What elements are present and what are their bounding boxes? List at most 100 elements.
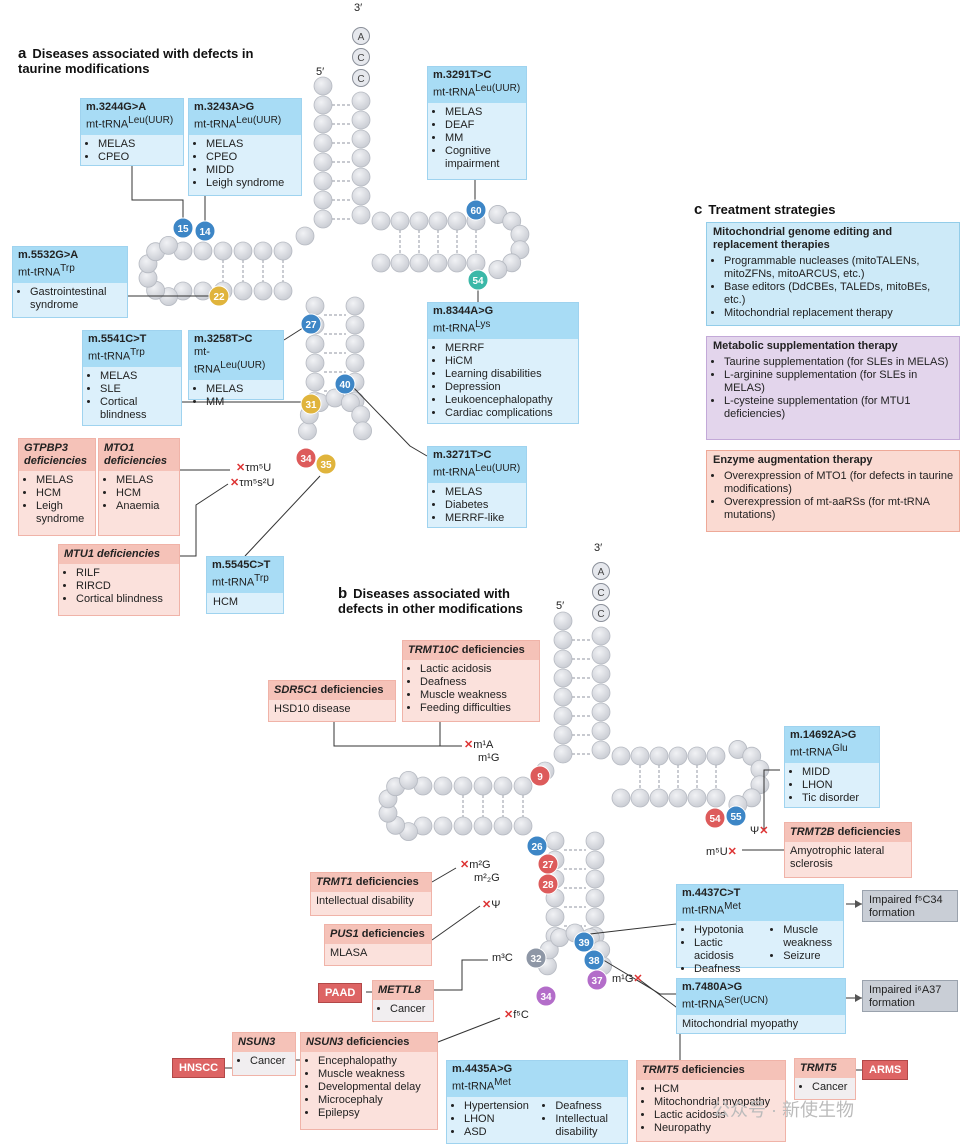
nucleotide bbox=[630, 746, 650, 766]
nucleotide bbox=[351, 91, 371, 111]
nucleotide bbox=[313, 133, 333, 153]
nucleotide bbox=[473, 816, 493, 836]
disease-item: Microcephaly bbox=[318, 1094, 432, 1107]
nucleotide bbox=[553, 649, 573, 669]
nucleotide bbox=[351, 148, 371, 168]
mutation-box-m4437: m.4437C>Tmt-tRNAMet Hypotonia Lactic aci… bbox=[676, 884, 844, 975]
disease-item: LHON bbox=[802, 779, 874, 792]
nucleotide bbox=[345, 353, 365, 373]
connector-sdr5c1 bbox=[333, 722, 462, 747]
arms-tag: ARMS bbox=[862, 1060, 909, 1080]
nucleotide bbox=[409, 253, 429, 273]
connector-m3244 bbox=[131, 166, 184, 222]
badge-a-54 bbox=[467, 269, 489, 291]
treatment-item: Base editors (DdCBEs, TALEDs, mitoBEs, e… bbox=[724, 281, 954, 307]
disease-item: Leigh syndrome bbox=[206, 177, 296, 190]
nucleotide bbox=[591, 645, 611, 665]
badge-b-32-label: 32 bbox=[530, 954, 542, 965]
disease-item: MERRF bbox=[445, 342, 573, 355]
disease-item: RIRCD bbox=[76, 580, 174, 593]
mutation-box-m14692: m.14692A>Gmt-tRNAGlu MIDD LHON Tic disor… bbox=[784, 726, 880, 808]
nucleotide bbox=[353, 421, 372, 441]
mod-m5u: m⁵U✕ bbox=[706, 846, 737, 858]
disease-item: Developmental delay bbox=[318, 1081, 432, 1094]
badge-b-39 bbox=[573, 931, 595, 953]
nucleotide bbox=[351, 129, 371, 149]
nucleotide bbox=[553, 630, 573, 650]
treatment-item: Overexpression of MTO1 (for defects in t… bbox=[724, 470, 954, 496]
connector-trmt1 bbox=[431, 867, 457, 883]
mod-tm5s2u: ✕τm⁵s²U bbox=[230, 477, 275, 489]
connector-pus1 bbox=[431, 905, 481, 941]
trmt10c-deficiency-box: TRMT10C deficiencies Lactic acidosis Dea… bbox=[402, 640, 540, 722]
mtu1-deficiency-box: MTU1 deficiencies RILF RIRCD Cortical bl… bbox=[58, 544, 180, 616]
badge-b-55-label: 55 bbox=[730, 812, 742, 823]
disease-item: MELAS bbox=[116, 474, 174, 487]
nucleotide bbox=[313, 209, 333, 229]
nucleotide bbox=[553, 687, 573, 707]
disease-item: Neuropathy bbox=[654, 1122, 780, 1135]
nucleotide bbox=[668, 746, 688, 766]
trna-cloverleaf-a: ACC bbox=[138, 27, 530, 441]
end-5-a: 5′ bbox=[316, 66, 325, 78]
badge-a-14 bbox=[194, 220, 216, 242]
mod-psi-27: ✕Ψ bbox=[482, 899, 501, 911]
nucleotide bbox=[611, 746, 631, 766]
disease-item: HCM bbox=[654, 1083, 780, 1096]
disease-item: MM bbox=[206, 396, 278, 409]
nucleotide bbox=[488, 260, 508, 279]
treatment-item: Programmable nucleases (mitoTALENs, mito… bbox=[724, 255, 954, 281]
mod-m22g: m²₂G bbox=[474, 872, 500, 884]
nucleotide bbox=[630, 788, 650, 808]
badge-a-34 bbox=[295, 447, 317, 469]
nucleotide bbox=[345, 334, 365, 354]
nucleotide bbox=[545, 907, 565, 927]
treatment-item: Taurine supplementation (for SLEs in MEL… bbox=[724, 356, 954, 369]
nucleotide bbox=[493, 776, 513, 796]
arrowhead bbox=[855, 994, 862, 1002]
nucleotide bbox=[591, 664, 611, 684]
paad-tag: PAAD bbox=[318, 983, 363, 1003]
treatment-item: L-arginine supplementation (for SLEs in … bbox=[724, 369, 954, 395]
nucleotide bbox=[305, 353, 325, 373]
disease-item: Mitochondrial myopathy bbox=[654, 1096, 780, 1109]
nucleotide bbox=[351, 167, 371, 187]
disease-item: Lactic acidosis bbox=[420, 663, 534, 676]
nucleotide bbox=[591, 740, 611, 760]
disease-item: Deafness bbox=[555, 1100, 622, 1113]
nucleotide bbox=[591, 683, 611, 703]
nucleotide bbox=[585, 850, 605, 870]
disease-item: MM bbox=[445, 132, 521, 145]
watermark: 公众号 · 新使生物 bbox=[712, 1100, 854, 1120]
nucleotide bbox=[611, 788, 631, 808]
nucleotide bbox=[585, 869, 605, 889]
trmt5-deficiency-box: TRMT5 deficiencies HCM Mitochondrial myo… bbox=[636, 1060, 786, 1142]
mutation-box-m4435: m.4435A>Gmt-tRNAMet Hypertension LHON AS… bbox=[446, 1060, 628, 1144]
disease-item: RILF bbox=[76, 567, 174, 580]
badge-a-27-label: 27 bbox=[305, 320, 317, 331]
disease-item: MELAS bbox=[36, 474, 90, 487]
nucleotide bbox=[428, 211, 448, 231]
disease-item: Cardiac complications bbox=[445, 407, 573, 420]
disease-item: Deafness bbox=[694, 963, 765, 976]
connector-m7480 bbox=[599, 957, 676, 995]
badge-b-39-label: 39 bbox=[578, 938, 590, 949]
disease-item: Tic disorder bbox=[802, 792, 874, 805]
badge-b-34 bbox=[535, 985, 557, 1007]
cca-nucleotide bbox=[592, 562, 610, 580]
disease-item: Diabetes bbox=[445, 499, 521, 512]
nucleotide bbox=[553, 725, 573, 745]
mutation-box-m3271: m.3271T>Cmt-tRNALeu(UUR) MELAS Diabetes … bbox=[427, 446, 527, 528]
disease-item: Cortical blindness bbox=[76, 593, 174, 606]
nucleotide bbox=[340, 393, 360, 413]
connector-lines-a bbox=[128, 166, 479, 557]
badge-a-31-label: 31 bbox=[305, 400, 317, 411]
disease-item: Muscle weakness bbox=[783, 924, 838, 950]
disease-item: MERRF-like bbox=[445, 512, 521, 525]
nucleotide bbox=[213, 241, 233, 261]
disease-item: Depression bbox=[445, 381, 573, 394]
connector-m14692 bbox=[763, 769, 780, 830]
badge-a-60 bbox=[465, 199, 487, 221]
badge-a-22 bbox=[208, 285, 230, 307]
